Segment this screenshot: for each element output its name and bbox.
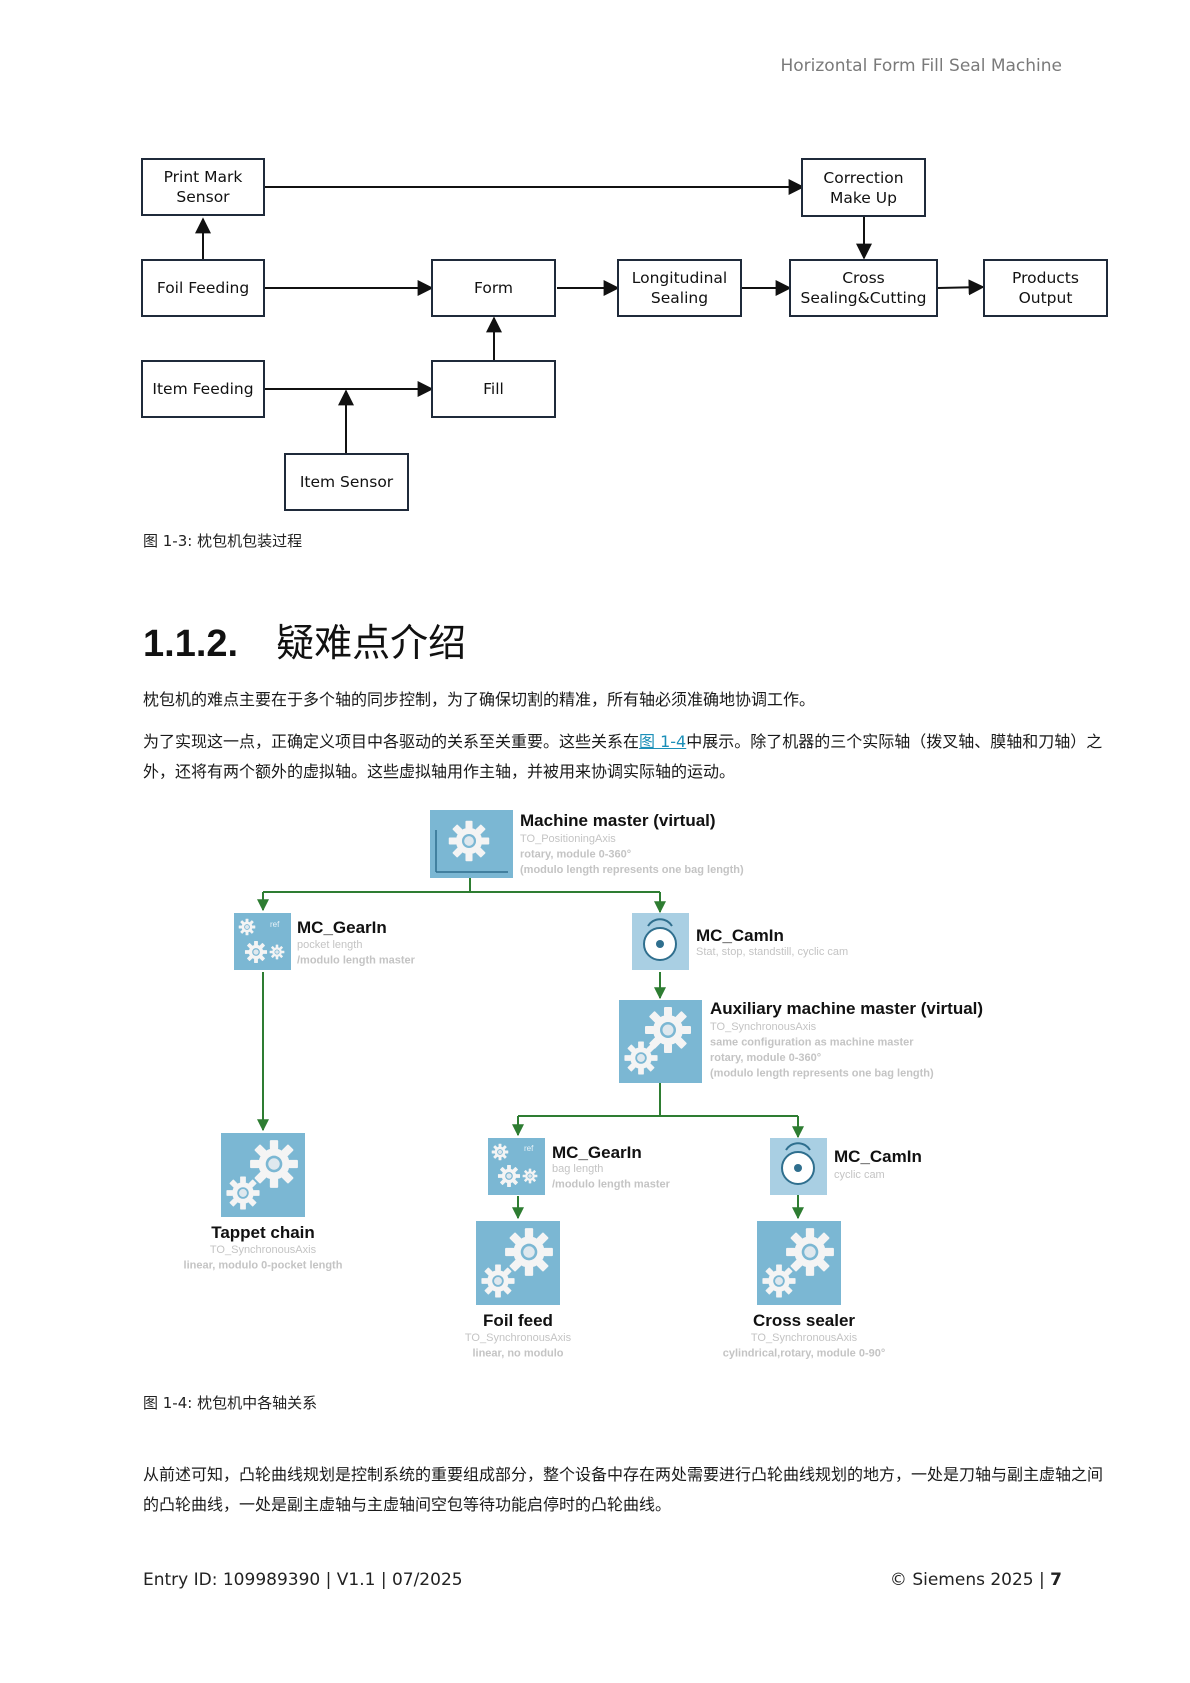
cross-sealer-icon: [757, 1221, 841, 1305]
gearin1-detail-line: pocket length: [297, 939, 362, 951]
box-item-feeding: Item Feeding: [141, 360, 265, 418]
section-number: 1.1.2.: [143, 623, 239, 665]
arrow-cross-to-products: [937, 279, 985, 296]
box-correction-make-up: Correction Make Up: [801, 158, 926, 217]
aux-master-detail-line: rotary, module 0-360°: [710, 1052, 821, 1064]
box-foil-feeding: Foil Feeding: [141, 259, 265, 317]
running-header: Horizontal Form Fill Seal Machine: [780, 56, 1062, 76]
camin2-title: MC_CamIn: [834, 1147, 922, 1166]
machine-master-detail-line: TO_PositioningAxis: [520, 833, 616, 845]
tappet-chain-details: TO_SynchronousAxis linear, modulo 0-pocke…: [184, 1244, 343, 1272]
cross-sealer-detail-line: TO_SynchronousAxis: [751, 1332, 858, 1344]
figure-caption-1-3: 图 1-3: 枕包机包装过程: [143, 532, 303, 550]
aux-master-detail-line: (modulo length represents one bag length…: [710, 1068, 934, 1080]
camin2-details: cyclic cam: [834, 1169, 885, 1181]
gearin1-icon: [234, 913, 291, 970]
gearin1-details: pocket length/modulo length master: [297, 939, 416, 967]
foil-feed-title: Foil feed: [483, 1311, 553, 1330]
tappet-detail-line: TO_SynchronousAxis: [210, 1244, 317, 1256]
box-item-sensor: Item Sensor: [284, 453, 409, 511]
foil-feed-detail-line: linear, no modulo: [472, 1348, 563, 1360]
foil-feed-icon: [476, 1221, 560, 1305]
foil-feed-detail-line: TO_SynchronousAxis: [465, 1332, 572, 1344]
process-flow-diagram: Print Mark Sensor Correction Make Up Foi…: [0, 0, 1190, 560]
box-form: Form: [431, 259, 556, 317]
camin2-detail-line: cyclic cam: [834, 1169, 885, 1181]
aux-master-title: Auxiliary machine master (virtual): [710, 999, 983, 1018]
paragraph-2-text-b: 中展示。除了机器的三个实际轴（拨叉轴、膜轴和刀轴）之外，还将有两个额外的虚拟轴。…: [143, 732, 1103, 781]
gearin2-icon: [488, 1138, 545, 1195]
gearin2-title: MC_GearIn: [552, 1143, 642, 1162]
cross-sealer-details: TO_SynchronousAxis cylindrical,rotary, mo…: [723, 1332, 886, 1360]
aux-master-detail-line: TO_SynchronousAxis: [710, 1021, 817, 1033]
footer-entry-id: Entry ID: 109989390 | V1.1 | 07/2025: [143, 1570, 463, 1590]
paragraph-2-text-a: 为了实现这一点，正确定义项目中各驱动的关系至关重要。这些关系在: [143, 732, 640, 751]
camin1-icon: [632, 913, 689, 970]
box-fill: Fill: [431, 360, 556, 418]
paragraph-1: 枕包机的难点主要在于多个轴的同步控制，为了确保切割的精准，所有轴必须准确地协调工…: [143, 690, 816, 709]
gearin1-title: MC_GearIn: [297, 918, 387, 937]
gearin1-detail-line: /modulo length master: [297, 955, 416, 967]
paragraph-3: 从前述可知，凸轮曲线规划是控制系统的重要组成部分，整个设备中存在两处需要进行凸轮…: [143, 1465, 1104, 1514]
axis-diagram-svg: ref ref Machine master (virtual) MC_Gear…: [184, 810, 983, 1360]
footer-copyright: © Siemens 2025 | 7: [890, 1570, 1062, 1590]
camin2-icon: [770, 1138, 827, 1195]
aux-master-icon: [619, 1000, 702, 1083]
cross-sealer-detail-line: cylindrical,rotary, module 0-90°: [723, 1348, 886, 1360]
axis-relation-diagram: ref ref Machine master (virtual) MC_Gear…: [0, 800, 1190, 1380]
section-title: 疑难点介绍: [276, 621, 467, 665]
box-print-mark-sensor: Print Mark Sensor: [141, 158, 265, 216]
box-products-output: Products Output: [983, 259, 1108, 317]
foil-feed-details: TO_SynchronousAxis linear, no modulo: [465, 1332, 572, 1360]
gearin2-detail-line: bag length: [552, 1163, 603, 1175]
gearin2-details: bag length/modulo length master: [552, 1163, 671, 1191]
figure-link-1-4[interactable]: 图 1-4: [639, 732, 687, 751]
machine-master-detail-line: (modulo length represents one bag length…: [520, 864, 744, 876]
paragraph-2: 为了实现这一点，正确定义项目中各驱动的关系至关重要。这些关系在图 1-4中展示。…: [143, 727, 1103, 787]
cross-sealer-title: Cross sealer: [753, 1311, 855, 1330]
flow-arrows: [195, 179, 985, 453]
gearin1-ref-label: ref: [270, 920, 280, 929]
machine-master-details: TO_PositioningAxis rotary, module 0-360° (…: [520, 833, 744, 876]
footer-copyright-text: © Siemens 2025 |: [889, 1570, 1051, 1590]
camin1-title: MC_CamIn: [696, 926, 784, 945]
machine-master-title: Machine master (virtual): [520, 811, 716, 830]
section-heading: 1.1.2. 疑难点介绍: [143, 612, 466, 667]
tappet-chain-title: Tappet chain: [211, 1223, 315, 1242]
camin1-details: Stat, stop, standstill, cyclic cam: [696, 946, 848, 958]
machine-master-icon: [430, 810, 513, 878]
box-cross-sealing-cutting: Cross Sealing&Cutting: [789, 259, 938, 317]
tappet-detail-line: linear, modulo 0-pocket length: [184, 1260, 343, 1272]
tappet-chain-icon: [221, 1133, 305, 1217]
page-number: 7: [1050, 1570, 1062, 1590]
figure-caption-1-4: 图 1-4: 枕包机中各轴关系: [143, 1394, 318, 1412]
box-longitudinal-sealing: Longitudinal Sealing: [617, 259, 742, 317]
camin1-detail-line: Stat, stop, standstill, cyclic cam: [696, 946, 848, 958]
machine-master-detail-line: rotary, module 0-360°: [520, 849, 631, 861]
aux-master-detail-line: same configuration as machine master: [710, 1037, 914, 1049]
gearin2-detail-line: /modulo length master: [552, 1179, 671, 1191]
gearin2-ref-label: ref: [524, 1144, 534, 1153]
